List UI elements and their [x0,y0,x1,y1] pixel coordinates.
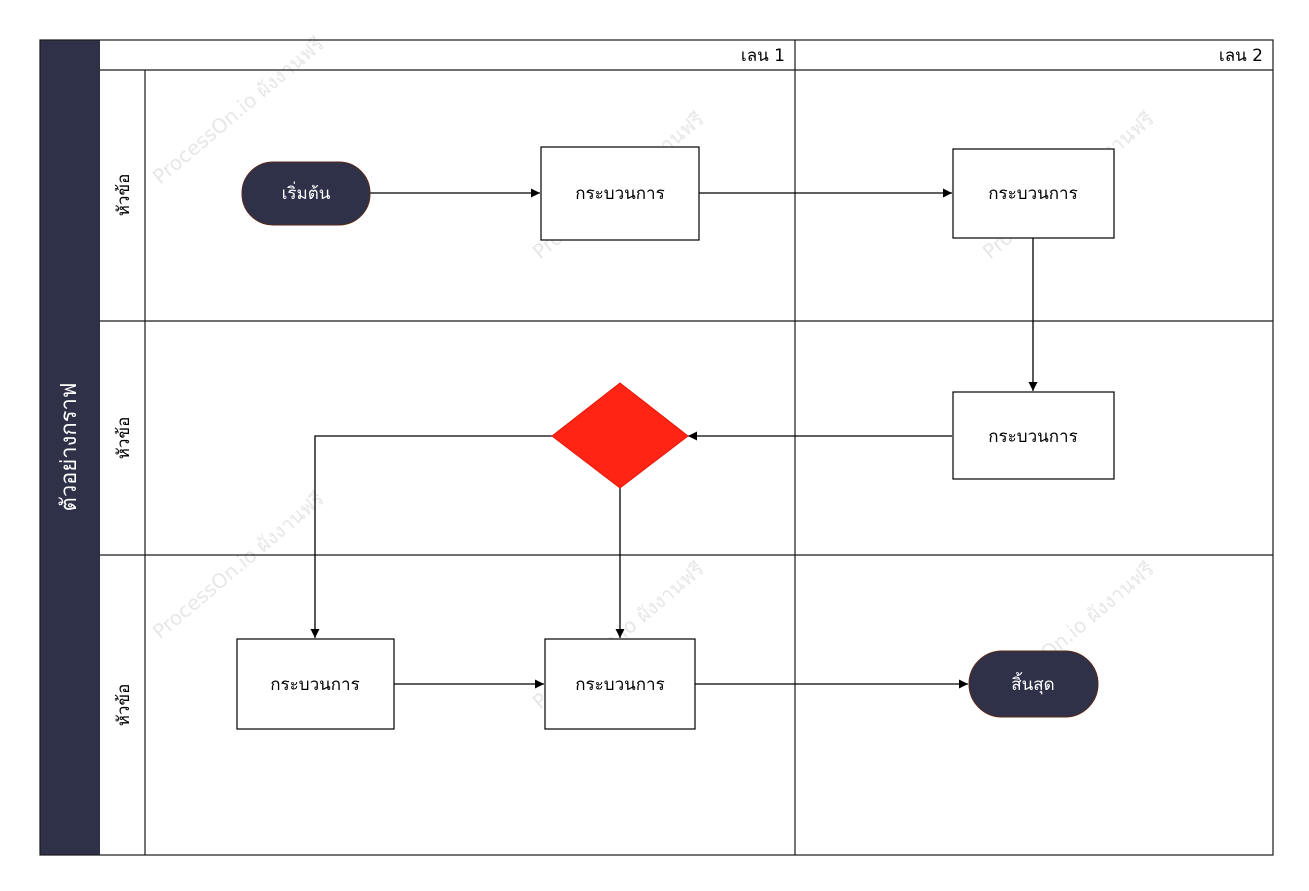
process-node-3-label: กระบวนการ [988,427,1077,447]
process-node-4-label: กระบวนการ [270,675,359,695]
start-node-label: เริ่มต้น [282,181,331,204]
process-node-5-label: กระบวนการ [575,675,664,695]
decision-node[interactable] [551,382,689,489]
process-node-2-label: กระบวนการ [988,184,1077,204]
end-node[interactable]: สิ้นสุด [968,650,1099,718]
end-node-label: สิ้นสุด [1011,672,1054,695]
pool-frame [39,39,1274,856]
lane-header-2: เลน 2 [1219,46,1263,66]
connectors [310,188,1038,689]
watermark-layer: ProcessOn.io ผังงานฟรี ProcessOn.io ผังง… [148,32,1159,714]
lane-header-1: เลน 1 [741,46,785,66]
connector-decision-to-process-4 [310,435,552,638]
process-node-2[interactable]: กระบวนการ [952,148,1115,239]
start-node[interactable]: เริ่มต้น [241,161,371,226]
pool-title: ตัวอย่างกราฟ [57,383,82,512]
row-label-3: หัวข้อ [114,684,134,727]
process-node-4[interactable]: กระบวนการ [236,638,395,730]
process-node-5[interactable]: กระบวนการ [544,638,696,730]
watermark-text: ProcessOn.io ผังงานฟรี [148,487,329,644]
process-node-3[interactable]: กระบวนการ [952,391,1115,480]
process-node-1[interactable]: กระบวนการ [540,146,700,241]
row-label-1: หัวข้อ [114,174,134,217]
pool-header [40,40,100,855]
process-node-1-label: กระบวนการ [575,184,664,204]
row-label-2: หัวข้อ [114,417,134,460]
